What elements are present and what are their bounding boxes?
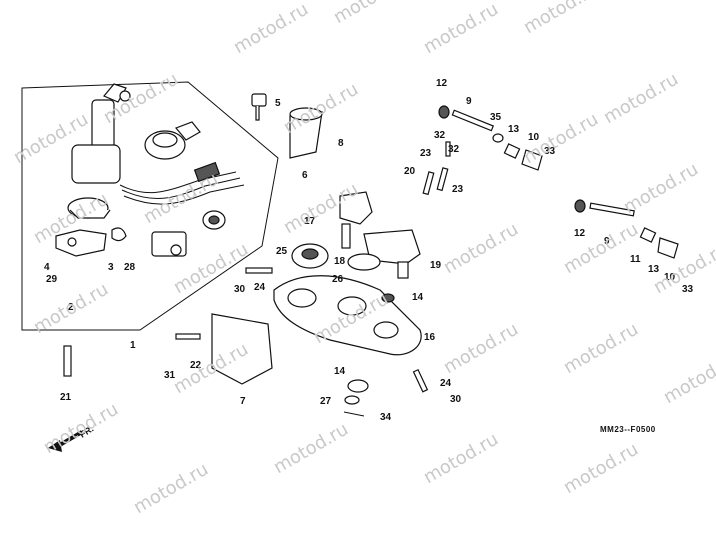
callout-9: 9 (604, 236, 610, 247)
top-bridge-cover (211, 313, 273, 385)
callout-1: 1 (130, 340, 136, 351)
handlebar-holder-upper (339, 191, 373, 249)
handlebar (358, 88, 581, 221)
callout-31: 31 (164, 370, 176, 381)
front-direction-arrow (48, 430, 84, 452)
bar-end-weight-upper (438, 105, 543, 171)
rubber-boot (289, 107, 323, 159)
callout-14: 14 (412, 292, 424, 303)
callout-27: 27 (320, 396, 332, 407)
bolt-21 (63, 345, 72, 377)
callout-7: 7 (240, 396, 246, 407)
holder-cap (347, 253, 381, 271)
callout-8: 8 (338, 138, 344, 149)
callout-3: 3 (108, 262, 114, 273)
callout-10: 10 (528, 132, 540, 143)
callout-13: 13 (508, 124, 520, 135)
callout-33: 33 (544, 146, 556, 157)
lock-barrel (202, 210, 226, 230)
callout-33: 33 (682, 284, 694, 295)
callout-22: 22 (190, 360, 202, 371)
callout-10: 10 (664, 272, 676, 283)
diagram-meta: FR. MM23--F0500 (78, 424, 656, 440)
callout-35: 35 (490, 112, 502, 123)
bolt-24-left (245, 267, 273, 274)
holder-rubber (291, 243, 329, 269)
switch-plate (55, 229, 107, 257)
callout-24: 24 (440, 378, 452, 389)
stem-nut (343, 379, 369, 417)
callout-20: 20 (404, 166, 416, 177)
handlebar-holder-lower (363, 229, 421, 279)
callout-30: 30 (450, 394, 462, 405)
bolt-22 (175, 333, 201, 340)
wire-harness (119, 161, 245, 205)
callout-19: 19 (430, 260, 442, 271)
callout-23: 23 (420, 148, 432, 159)
callout-21: 21 (60, 392, 72, 403)
callout-9: 9 (466, 96, 472, 107)
callout-17: 17 (304, 216, 316, 227)
callout-2: 2 (68, 302, 74, 313)
callout-12: 12 (574, 228, 586, 239)
callout-23: 23 (452, 184, 464, 195)
callout-26: 26 (332, 274, 344, 285)
callout-29: 29 (46, 274, 58, 285)
clip-28 (111, 227, 127, 242)
switch-cover (144, 121, 201, 160)
ignition-group-outline (21, 81, 279, 331)
callout-30: 30 (234, 284, 246, 295)
callout-16: 16 (424, 332, 436, 343)
callout-13: 13 (648, 264, 660, 275)
top-bridge (273, 275, 422, 356)
callout-18: 18 (334, 256, 346, 267)
callout-34: 34 (380, 412, 392, 423)
diagram-code: MM23--F0500 (600, 425, 656, 434)
bar-end-weight-lower (574, 199, 679, 259)
callout-12: 12 (436, 78, 448, 89)
callout-5: 5 (275, 98, 281, 109)
callout-32: 32 (434, 130, 446, 141)
callout-4: 4 (44, 262, 50, 273)
contact-base (67, 197, 111, 219)
callout-6: 6 (302, 170, 308, 181)
callout-24: 24 (254, 282, 266, 293)
callout-25: 25 (276, 246, 288, 257)
callout-11: 11 (630, 254, 641, 265)
bracket-block (151, 231, 187, 257)
callout-14: 14 (334, 366, 346, 377)
holder-bolts (422, 141, 451, 196)
key (251, 93, 267, 121)
callout-28: 28 (124, 262, 136, 273)
ignition-switch (71, 83, 131, 184)
bolt-24-right (412, 368, 429, 393)
callout-32: 32 (448, 144, 460, 155)
front-label: FR. (78, 424, 96, 440)
